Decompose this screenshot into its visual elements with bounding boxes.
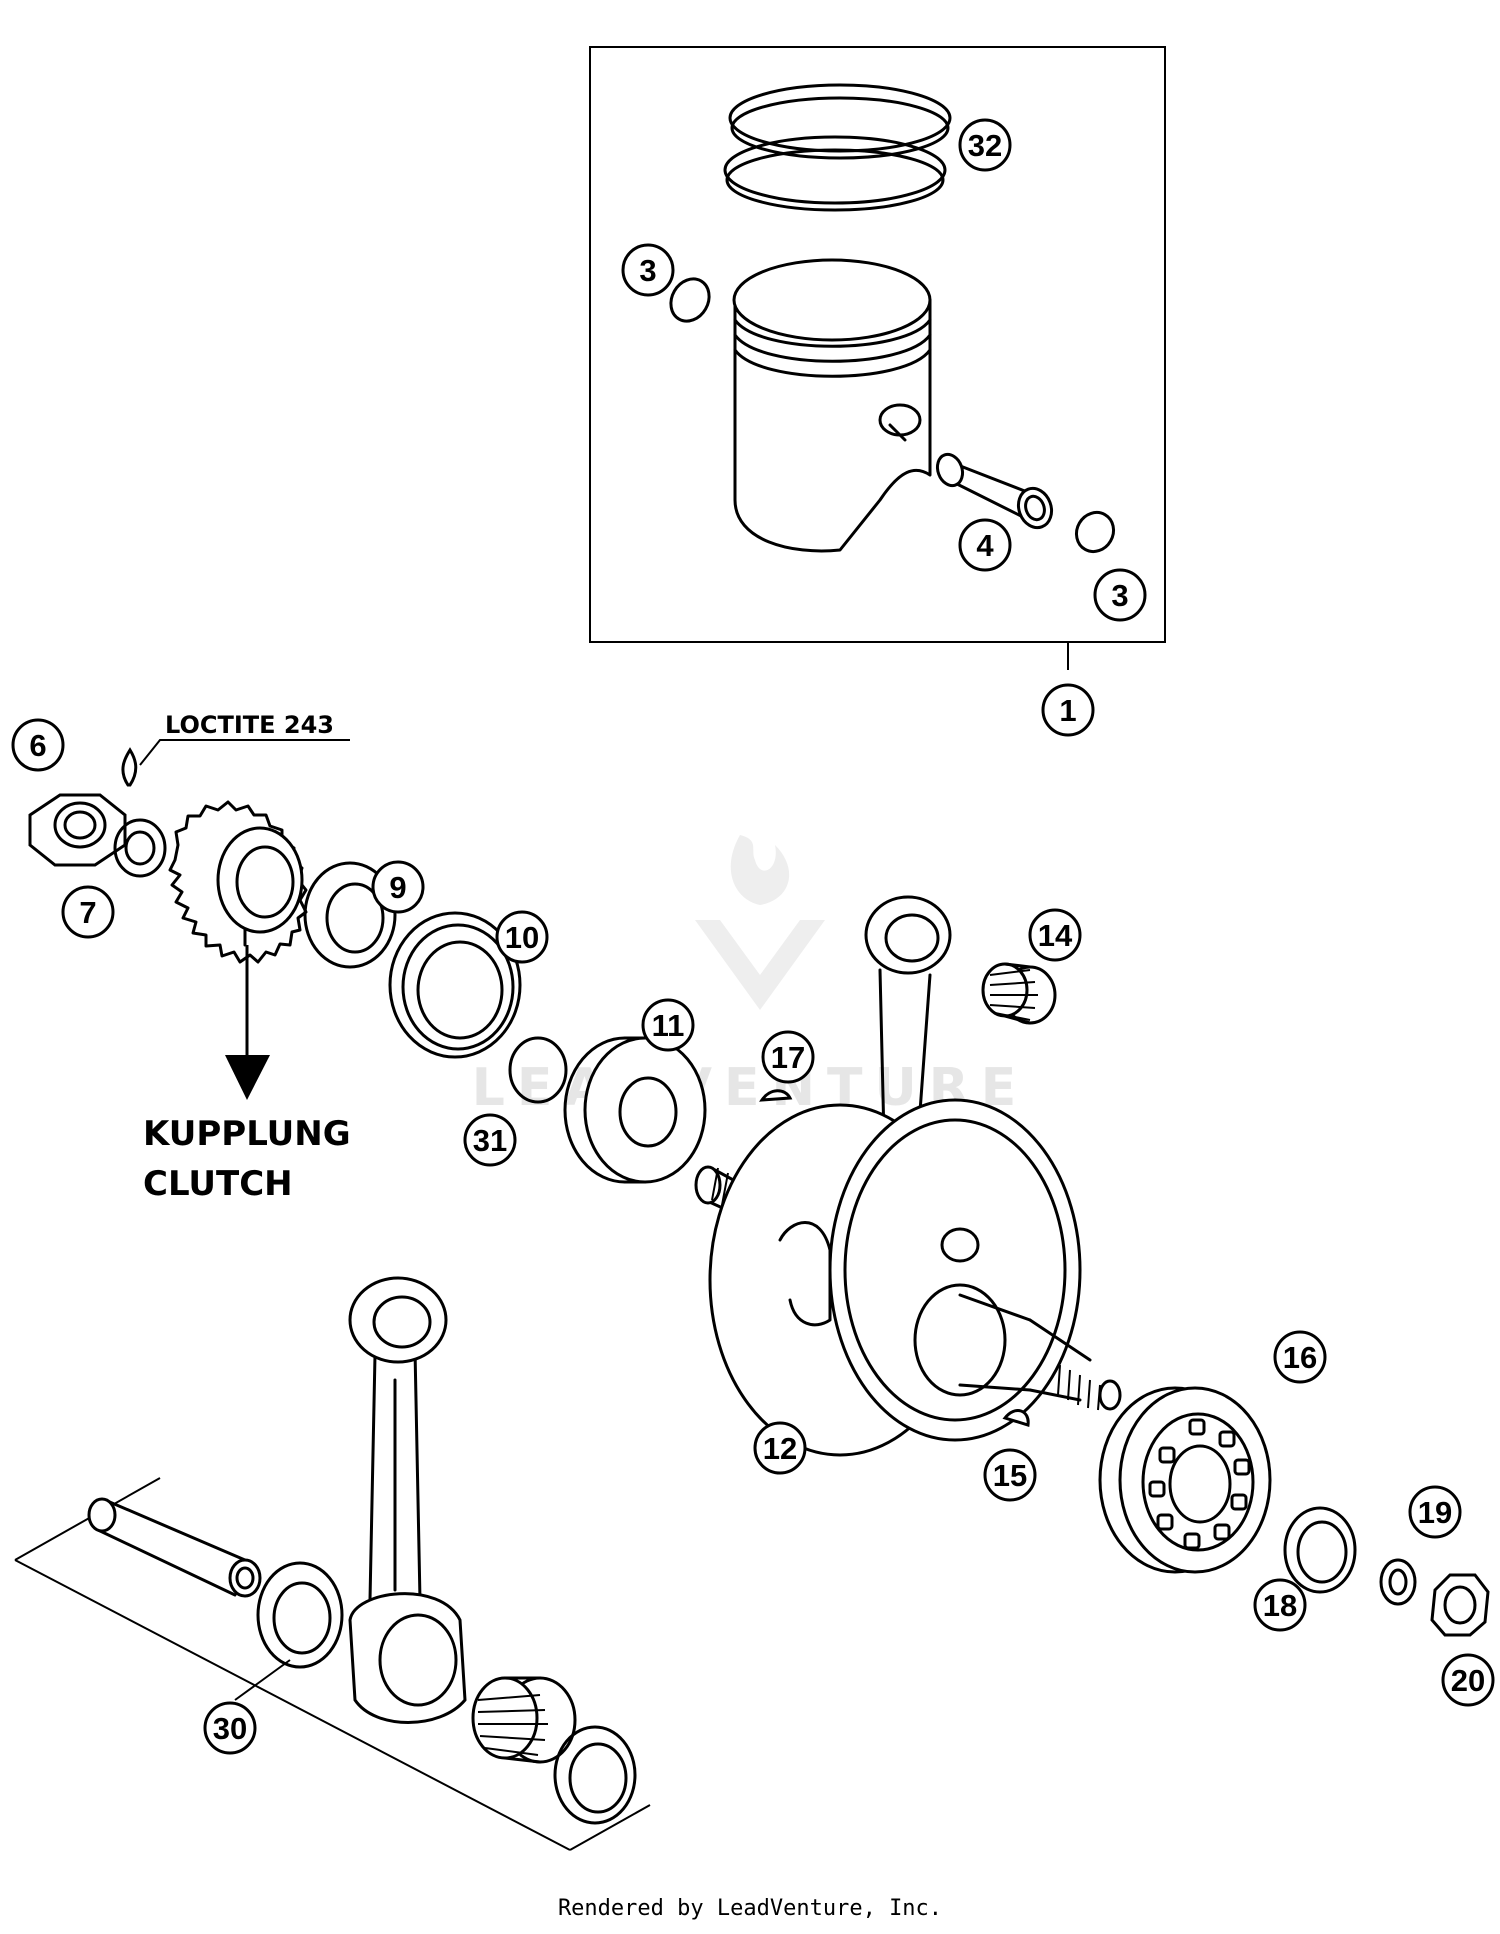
callout-16: 16 — [1273, 1330, 1327, 1384]
svg-text:16: 16 — [1283, 1340, 1317, 1375]
svg-text:1: 1 — [1059, 693, 1076, 728]
svg-text:19: 19 — [1418, 1495, 1452, 1530]
callout-12: 12 — [753, 1421, 807, 1475]
svg-text:7: 7 — [79, 895, 96, 930]
callout-17: 17 — [761, 1030, 815, 1084]
nut — [28, 793, 127, 867]
svg-text:20: 20 — [1451, 1663, 1485, 1698]
svg-text:9: 9 — [389, 870, 406, 905]
roller-bearing-right — [1098, 1386, 1272, 1574]
primary-gear — [168, 800, 308, 964]
footer-credit: Rendered by LeadVenture, Inc. — [557, 1896, 943, 1921]
callout-20: 20 — [1441, 1653, 1495, 1707]
nut-right — [1430, 1573, 1490, 1637]
circlip-left — [669, 277, 711, 323]
piston-kit-box — [589, 46, 1166, 670]
shaft-seal — [388, 911, 522, 1059]
callout-32: 32 — [958, 118, 1012, 172]
woodruff-key-upper — [759, 1089, 793, 1102]
lock-washer-right — [1379, 1558, 1417, 1606]
svg-text:12: 12 — [763, 1431, 797, 1466]
callout-3-upper: 3 — [621, 243, 675, 297]
svg-text:3: 3 — [639, 253, 656, 288]
callout-3-lower: 3 — [1093, 568, 1147, 622]
svg-text:10: 10 — [505, 920, 539, 955]
piston-rings — [723, 83, 952, 212]
callout-6: 6 — [11, 718, 65, 772]
loctite-label: LOCTITE 243 — [165, 711, 334, 739]
svg-text:17: 17 — [771, 1040, 805, 1075]
lock-washer — [113, 818, 167, 878]
svg-text:11: 11 — [652, 1008, 685, 1043]
callout-15: 15 — [983, 1448, 1037, 1502]
svg-text:6: 6 — [29, 728, 46, 763]
svg-text:31: 31 — [473, 1123, 507, 1158]
svg-text:15: 15 — [993, 1458, 1027, 1493]
ball-bearing-left — [563, 1036, 707, 1184]
o-ring — [508, 1036, 568, 1104]
svg-text:4: 4 — [976, 528, 994, 563]
callout-4: 4 — [958, 518, 1012, 572]
spacer-ring — [303, 861, 397, 969]
callout-9: 9 — [371, 860, 425, 914]
needle-bearing-upper — [981, 962, 1057, 1025]
woodruff-key-lower — [1002, 1409, 1030, 1427]
piston-pin — [935, 452, 1054, 530]
callout-1: 1 — [1041, 683, 1095, 737]
callout-18: 18 — [1253, 1578, 1307, 1632]
callout-30: 30 — [203, 1701, 257, 1755]
watermark: LEADVENTURE — [472, 835, 1016, 1118]
clutch-arrow — [225, 945, 270, 1100]
svg-text:3: 3 — [1111, 578, 1128, 613]
loctite-drop — [121, 739, 350, 787]
callout-10: 10 — [495, 910, 549, 964]
callout-14: 14 — [1028, 908, 1082, 962]
callout-19: 19 — [1408, 1485, 1462, 1539]
circlip-right — [1074, 510, 1116, 554]
clutch-label: CLUTCH — [143, 1164, 293, 1204]
conrod-kit — [14, 1276, 651, 1851]
piston — [732, 258, 932, 553]
kupplung-label: KUPPLUNG — [143, 1114, 351, 1154]
svg-text:30: 30 — [213, 1711, 247, 1746]
spacer-washer-right — [1283, 1506, 1357, 1594]
svg-text:18: 18 — [1263, 1588, 1297, 1623]
svg-text:14: 14 — [1038, 918, 1073, 953]
callout-31: 31 — [463, 1113, 517, 1167]
callout-11: 11 — [641, 998, 695, 1052]
callout-7: 7 — [61, 885, 115, 939]
crankshaft — [694, 895, 1122, 1457]
svg-text:32: 32 — [968, 128, 1002, 163]
